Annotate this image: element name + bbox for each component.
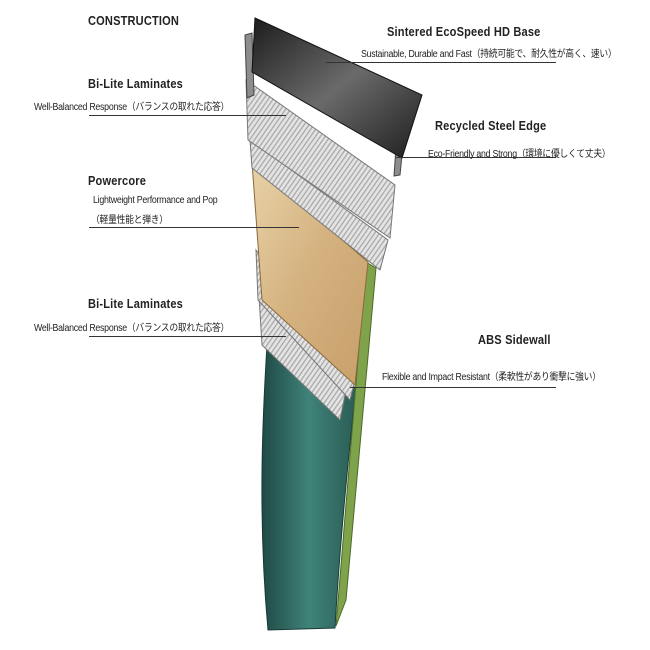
edge-leader-line xyxy=(396,157,556,158)
sidewall-title: ABS Sidewall xyxy=(478,332,551,347)
laminate-top-leader-line xyxy=(89,115,286,116)
laminate-bottom-description: Well-Balanced Response（バランスの取れた応答） xyxy=(34,323,230,334)
laminate-top-title: Bi-Lite Laminates xyxy=(88,76,184,91)
core-description: Lightweight Performance and Pop xyxy=(93,195,218,206)
sidewall-leader-line xyxy=(350,387,556,388)
core-leader-line xyxy=(89,227,299,228)
laminate-top-description: Well-Balanced Response（バランスの取れた応答） xyxy=(34,102,230,113)
sidewall-layer xyxy=(335,261,377,627)
base-title: Sintered EcoSpeed HD Base xyxy=(387,24,541,39)
edge-description: Eco-Friendly and Strong（環境に優しくて丈夫） xyxy=(428,149,611,160)
laminate-bottom-title: Bi-Lite Laminates xyxy=(88,296,184,311)
core-description-jp: （軽量性能と弾き） xyxy=(91,215,168,226)
steel-edge-left xyxy=(244,32,255,99)
edge-title: Recycled Steel Edge xyxy=(435,118,547,133)
base-layer xyxy=(251,17,423,159)
base-description: Sustainable, Durable and Fast（持続可能で、耐久性が… xyxy=(361,49,617,60)
core-title: Powercore xyxy=(88,173,147,188)
laminate-top-layer-2 xyxy=(249,138,389,271)
laminate-bottom-leader-line xyxy=(89,336,286,337)
laminate-top-layer-1 xyxy=(245,79,396,239)
base-leader-line xyxy=(326,62,556,63)
sidewall-description: Flexible and Impact Resistant（柔軟性があり衝撃に強… xyxy=(382,372,601,383)
diagram-heading: CONSTRUCTION xyxy=(88,13,180,28)
